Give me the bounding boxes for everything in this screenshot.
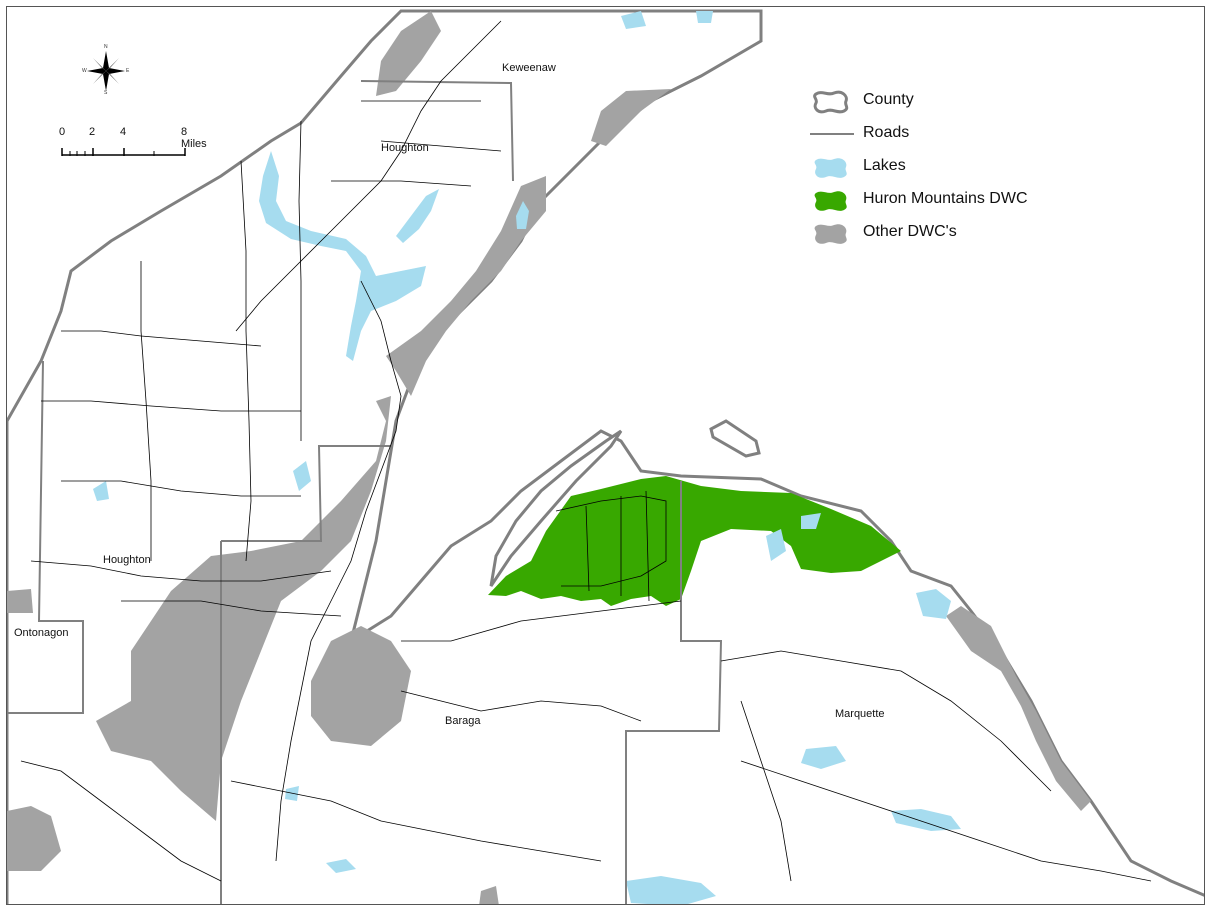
map-drawing [7, 9, 1204, 904]
road-baraga-1 [400, 690, 642, 722]
road-grid-v3 [298, 120, 302, 441]
county-label-marquette: Marquette [835, 708, 885, 720]
legend-item-lakes: Lakes [808, 150, 1078, 183]
road-keweenaw-h [331, 100, 502, 187]
lake-huron-2 [801, 513, 821, 529]
west-label: W [82, 68, 87, 74]
lake-south-1 [626, 876, 716, 904]
other-dwc-layer [7, 11, 1091, 904]
legend-label-huron: Huron Mountains DWC [863, 190, 1028, 207]
county-outline-icon [813, 90, 849, 114]
north-label: N [104, 44, 108, 50]
houghton-ontonagon-boundary [7, 360, 84, 714]
legend-label-roads: Roads [863, 124, 910, 141]
keweenaw-houghton-boundary [360, 80, 514, 182]
road-marquette-2 [740, 760, 1152, 882]
abbaye-peninsula [489, 429, 623, 587]
lake-marquette-coast [916, 589, 951, 619]
legend-label-lakes: Lakes [863, 157, 906, 174]
county-label-keweenaw: Keweenaw [502, 62, 556, 74]
map-legend: County Roads Lakes Huron Mountains DWC O… [808, 84, 1078, 249]
lake-south-2 [326, 859, 356, 873]
lakes-layer [93, 11, 961, 904]
county-boundaries [7, 80, 723, 904]
road-grid-h2 [41, 400, 301, 412]
baraga-marquette-boundary [625, 481, 723, 904]
other-dwc-south [479, 886, 499, 904]
scale-bar: 0 2 4 8 Miles [48, 126, 207, 162]
other-dwc-swatch-icon [814, 224, 847, 244]
road-southwest [20, 760, 222, 882]
road-us41-south [275, 280, 402, 862]
legend-item-roads: Roads [808, 117, 1078, 150]
north-arrow: N S E W [81, 44, 131, 96]
other-dwc-houghton-south [96, 396, 391, 821]
scale-bar-ruler [61, 148, 186, 156]
road-marquette-1 [720, 650, 1052, 792]
legend-item-county: County [808, 84, 1078, 117]
lake-marquette-2 [891, 809, 961, 831]
city-label-houghton: Houghton [381, 142, 429, 154]
other-dwc-baraga-west [311, 626, 411, 746]
lake-marquette-1 [801, 746, 846, 769]
other-dwc-keweenaw-east [591, 89, 671, 146]
lake-keweenaw-shore [516, 201, 529, 229]
county-label-houghton: Houghton [103, 554, 151, 566]
road-marquette-3 [740, 700, 792, 882]
legend-label-other: Other DWC's [863, 223, 957, 240]
road-huron [555, 495, 667, 587]
other-dwc-west-edge [7, 589, 33, 613]
map-canvas: Keweenaw Houghton Houghton Ontonagon Bar… [6, 6, 1205, 905]
legend-item-huron: Huron Mountains DWC [808, 183, 1078, 216]
road-grid-v1 [140, 261, 152, 561]
lake-houghton-1 [293, 461, 311, 491]
huron-mountains-dwc-area [488, 476, 901, 606]
other-dwc-marquette-coast [946, 606, 1091, 811]
lake-houghton-2 [93, 481, 109, 501]
roads-line-icon [810, 133, 854, 135]
county-label-ontonagon: Ontonagon [14, 627, 69, 639]
lake-huron-1 [766, 529, 786, 561]
island [709, 419, 761, 458]
road-grid-h3 [61, 480, 301, 497]
legend-item-other: Other DWC's [808, 216, 1078, 249]
roads-layer [20, 20, 1152, 882]
road-grid-v2 [240, 160, 252, 562]
lake-ne-1 [621, 11, 646, 29]
road-grid-h5 [121, 600, 342, 617]
torch-lake [396, 189, 439, 243]
other-dwc-southwest [7, 806, 61, 871]
legend-label-county: County [863, 91, 914, 108]
south-label: S [104, 90, 108, 96]
lakes-swatch-icon [814, 158, 847, 178]
huron-swatch-icon [814, 191, 847, 211]
county-label-baraga: Baraga [445, 715, 481, 727]
other-dwc-keweenaw-north [376, 11, 441, 96]
road-grid-h6 [401, 600, 682, 642]
lake-ne-2 [696, 11, 713, 23]
houghton-baraga-boundary [221, 445, 391, 542]
east-label: E [126, 68, 130, 74]
road-grid-h4 [30, 560, 332, 582]
portage-lake [259, 151, 426, 361]
scale-label-2: 2 [89, 126, 96, 138]
scale-label-0: 0 [59, 126, 66, 138]
scale-label-4: 4 [120, 126, 127, 138]
compass-rose-icon [87, 51, 125, 91]
road-baraga-2 [230, 780, 602, 862]
road-huron-v [585, 490, 650, 602]
other-dwc-keweenaw-ridge [386, 176, 546, 396]
scale-label-8: 8 Miles [181, 126, 207, 150]
